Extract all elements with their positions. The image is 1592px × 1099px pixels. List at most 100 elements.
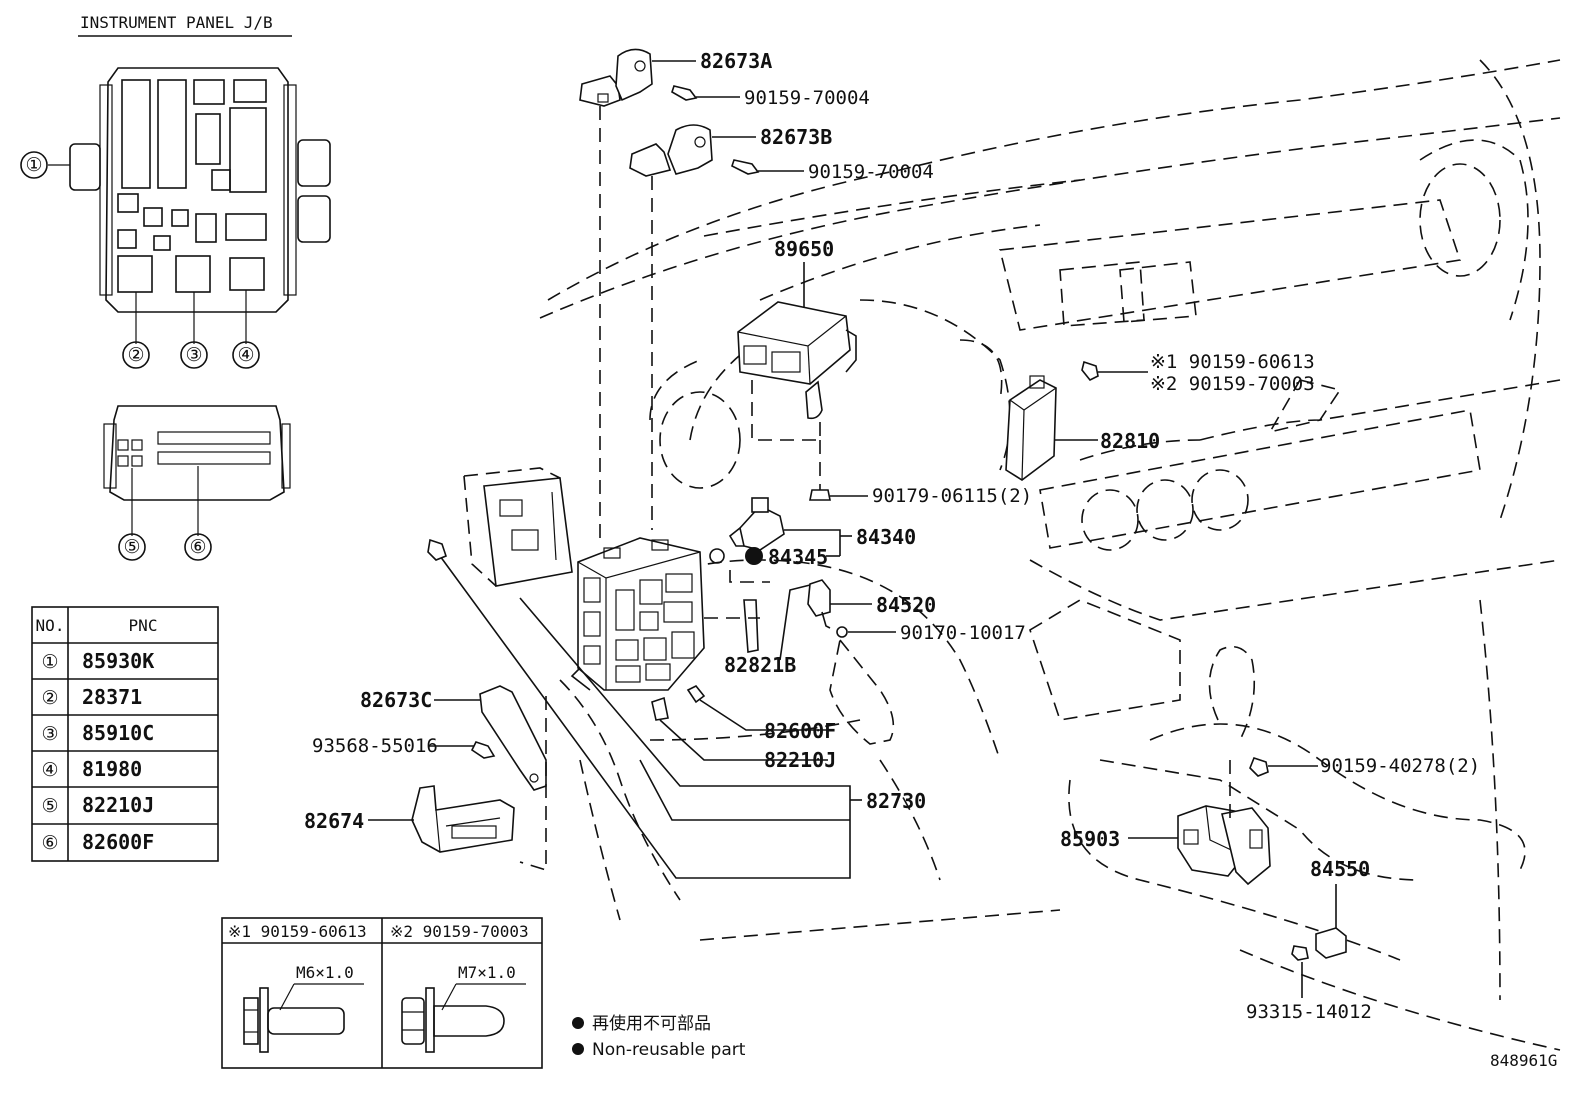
shift-lock-85903: [1177, 805, 1271, 886]
table-row-pnc: 85910C: [82, 721, 154, 745]
leader-82600F: [699, 699, 828, 731]
table-row-pnc: 82600F: [82, 830, 154, 854]
label-82821B: 82821B: [724, 653, 796, 677]
inset-title: INSTRUMENT PANEL J/B: [80, 13, 273, 32]
legend-en: Non-reusable part: [592, 1040, 746, 1060]
table-row-no: ②: [41, 687, 58, 709]
figure-id: 848961G: [1490, 1051, 1557, 1070]
label-84345: 84345: [768, 545, 828, 569]
junction-block-82730: [570, 537, 705, 691]
leader-82730: [439, 555, 851, 879]
bolt-82810: [1081, 360, 1099, 382]
label-89650: 89650: [774, 237, 834, 261]
marker-3-circle: [180, 341, 208, 369]
switch-84520: [807, 579, 831, 629]
nut-90179-06115: [809, 489, 831, 501]
marker-3: ③: [185, 344, 202, 366]
marker-2: ②: [127, 344, 144, 366]
clamp-82821B: [743, 599, 759, 653]
marker-4-circle: [232, 341, 260, 369]
marker-1: ①: [25, 154, 42, 176]
junction-block-front-view: [48, 67, 331, 344]
label-82600F: 82600F: [764, 719, 836, 743]
leader-82730-mid: [639, 759, 850, 821]
bracket-82674: [411, 785, 515, 853]
legend-jp: 再使用不可部品: [592, 1013, 711, 1034]
washer-84345: [709, 548, 725, 564]
legend-dot-en: [572, 1043, 584, 1055]
label-93315: 93315-14012: [1246, 1001, 1372, 1023]
table-row-no: ③: [41, 723, 58, 745]
junction-block-rear-view: [103, 405, 291, 536]
label-90179: 90179-06115(2): [872, 485, 1032, 507]
dash-84340-mount: [729, 570, 770, 583]
marker-5-circle: [118, 533, 146, 561]
marker-6-circle: [184, 533, 212, 561]
circuit-board: [463, 467, 573, 587]
label-82673A: 82673A: [700, 49, 772, 73]
label-note2: ※2 90159-70003: [1150, 373, 1315, 395]
label-90170: 90170-10017: [900, 622, 1026, 644]
label-84550: 84550: [1310, 857, 1370, 881]
table-row-no: ⑤: [41, 795, 58, 817]
screw-90159-70004-b: [731, 159, 760, 175]
table-row-no: ⑥: [41, 832, 58, 854]
table-header-pnc: PNC: [129, 616, 158, 635]
label-82730: 82730: [866, 789, 926, 813]
table-header-no: NO.: [36, 616, 65, 635]
table-row-pnc: 81980: [82, 757, 142, 781]
pnc-table: NO. PNC ① 85930K ② 28371 ③ 85910C ④ 8198…: [31, 606, 219, 862]
part-82210J: [651, 696, 669, 721]
bracket-82673A: [579, 48, 653, 107]
switch-84550: [1315, 927, 1347, 959]
label-90159-70004-b: 90159-70004: [808, 161, 934, 183]
ecu-89650: [737, 301, 857, 420]
relay-82810: [1005, 375, 1057, 481]
label-90159-70004-a: 90159-70004: [744, 87, 870, 109]
label-82810: 82810: [1100, 429, 1160, 453]
label-note1: ※1 90159-60613: [1150, 351, 1315, 373]
label-93568: 93568-55016: [312, 735, 438, 757]
screw-93315-14012: [1291, 945, 1309, 961]
marker-4: ④: [237, 344, 254, 366]
bolt-spec-box: ※1 90159-60613 ※2 90159-70003 M6×1.0 M7×…: [221, 917, 543, 1069]
bolt-col2-title: ※2 90159-70003: [390, 922, 529, 941]
leader-82821B: [779, 584, 811, 661]
label-82210J: 82210J: [764, 748, 836, 772]
marker-6: ⑥: [189, 536, 206, 558]
label-84340: 84340: [856, 525, 916, 549]
screw-90159-70004-a: [671, 85, 698, 101]
table-row-pnc: 28371: [82, 685, 142, 709]
table-row-no: ①: [41, 651, 58, 673]
dash-89650-mount: [751, 380, 821, 441]
bolt-82730: [427, 538, 447, 561]
table-row-pnc: 82210J: [82, 793, 154, 817]
bolt-col1-size: M6×1.0: [296, 963, 354, 982]
non-reusable-dot-84345: [745, 547, 763, 565]
table-row-pnc: 85930K: [82, 649, 154, 673]
bolt-col1-title: ※1 90159-60613: [228, 922, 367, 941]
bracket-82673C: [479, 685, 547, 791]
legend-dot-jp: [572, 1017, 584, 1029]
leader-82210J: [659, 719, 828, 761]
table-row-no: ④: [41, 759, 58, 781]
screw-90159-40278: [1249, 757, 1269, 777]
part-82600F: [686, 684, 706, 704]
bracket-82673B: [629, 124, 713, 177]
label-82674: 82674: [304, 809, 364, 833]
switch-84340: [728, 497, 785, 551]
dash-82674: [519, 696, 547, 872]
label-85903: 85903: [1060, 827, 1120, 851]
bolt-93568-55016: [470, 741, 496, 759]
bolt-col2-size: M7×1.0: [458, 963, 516, 982]
label-82673C: 82673C: [360, 688, 432, 712]
label-84520: 84520: [876, 593, 936, 617]
marker-1-circle: [20, 151, 48, 179]
marker-5: ⑤: [123, 536, 140, 558]
marker-2-circle: [122, 341, 150, 369]
leader-84340: [784, 529, 841, 556]
label-90159-40278: 90159-40278(2): [1320, 755, 1480, 777]
nut-90170-10017: [836, 626, 848, 638]
label-82673B: 82673B: [760, 125, 832, 149]
